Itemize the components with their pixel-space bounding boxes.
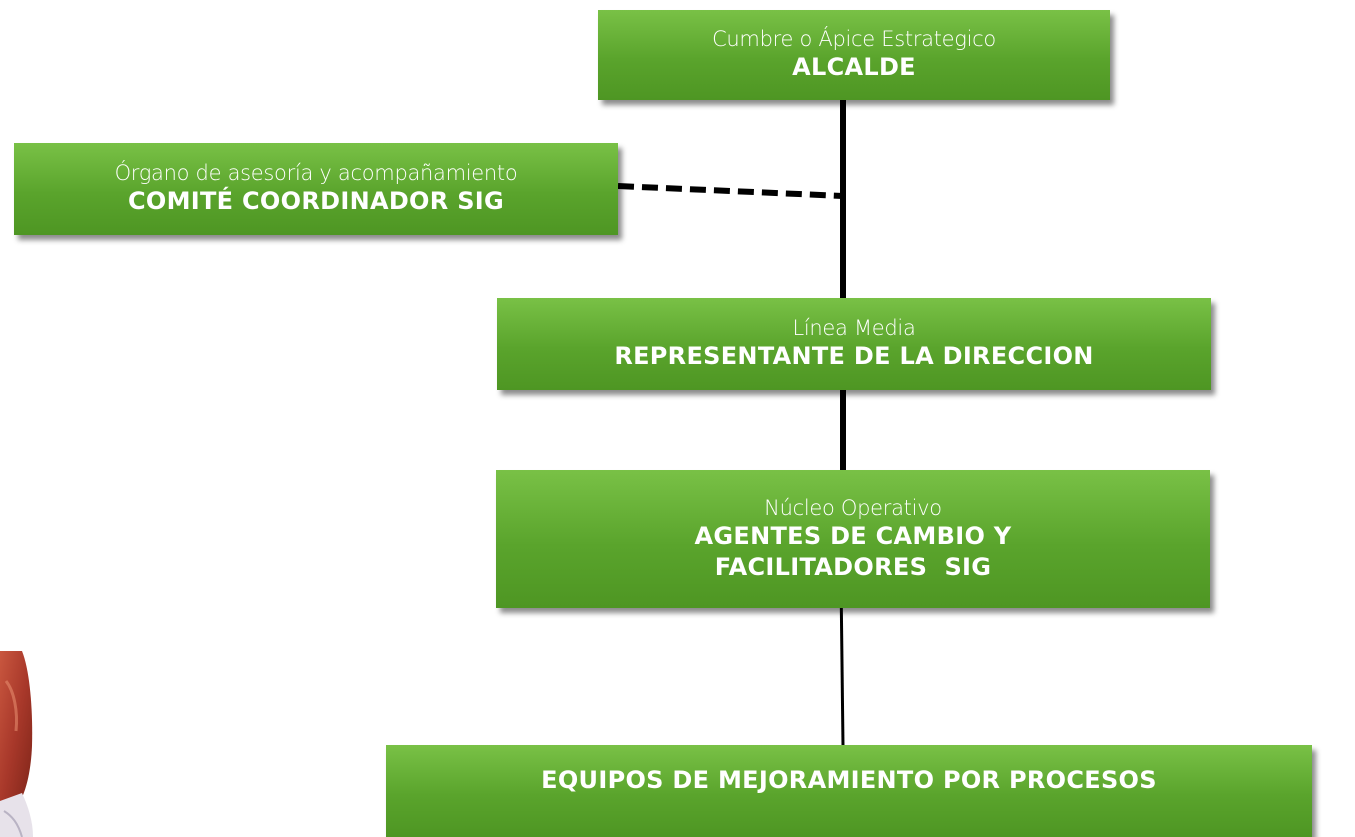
node-agentes: Núcleo Operativo AGENTES DE CAMBIO Y FAC… [496, 470, 1210, 608]
photo-fragment [0, 651, 33, 837]
node-equipos-title: EQUIPOS DE MEJORAMIENTO POR PROCESOS [541, 766, 1157, 794]
node-agentes-subtitle: Núcleo Operativo [764, 495, 942, 520]
node-equipos: EQUIPOS DE MEJORAMIENTO POR PROCESOS [386, 745, 1312, 837]
node-comite: Órgano de asesoría y acompañamiento COMI… [14, 143, 618, 235]
photo-fragment-image [0, 651, 33, 837]
node-comite-title: COMITÉ COORDINADOR SIG [127, 187, 505, 215]
node-comite-subtitle: Órgano de asesoría y acompañamiento [114, 161, 518, 185]
node-agentes-title-line1: AGENTES DE CAMBIO Y [694, 521, 1012, 550]
node-alcalde-title: ALCALDE [792, 53, 916, 81]
node-representante-subtitle: Línea Media [792, 316, 916, 340]
connector-comite-dashed [617, 183, 844, 199]
node-alcalde-subtitle: Cumbre o Ápice Estrategico [712, 27, 996, 51]
node-representante-title: REPRESENTANTE DE LA DIRECCION [614, 342, 1094, 370]
node-alcalde: Cumbre o Ápice Estrategico ALCALDE [598, 10, 1110, 100]
node-representante: Línea Media REPRESENTANTE DE LA DIRECCIO… [497, 298, 1211, 390]
node-agentes-title-line2: FACILITADORES SIG [714, 552, 992, 581]
